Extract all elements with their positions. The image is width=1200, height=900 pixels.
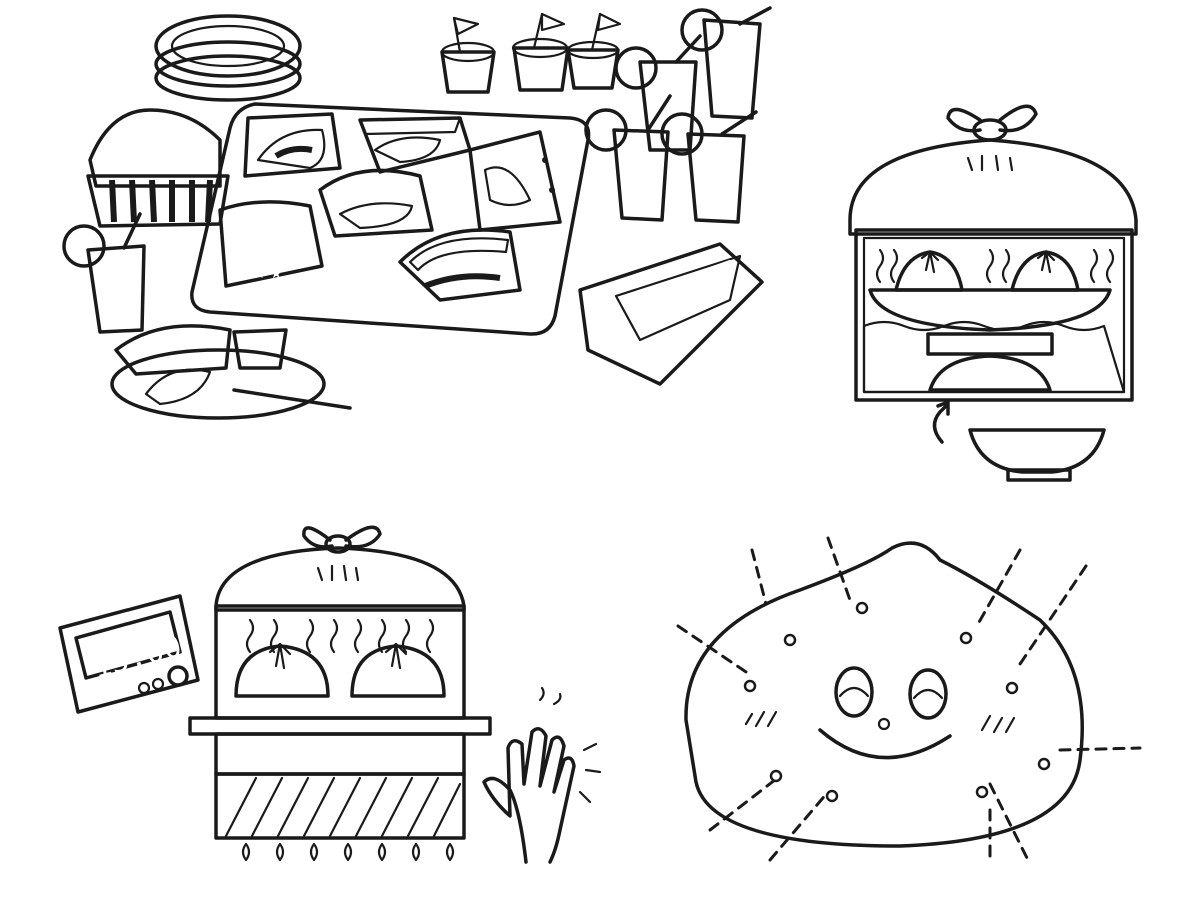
dip-cup-with-flag-icon — [566, 12, 622, 90]
kitchen-timer-icon: 15:00 — [58, 594, 200, 714]
plate-stack-icon — [154, 14, 302, 102]
bowl-icon — [968, 428, 1106, 482]
steamer-lid-cloth-icon — [214, 546, 466, 612]
cloth-knot-icon — [946, 104, 1038, 142]
lemonade-glass-icon — [680, 6, 772, 120]
steamer-with-bowl-illustration — [830, 90, 1170, 490]
wrapped-dumpling-icon — [398, 228, 522, 302]
dip-cup-with-flag-icon — [511, 12, 570, 92]
wrapped-dumpling-icon — [358, 116, 472, 174]
curved-arrow-icon — [932, 400, 950, 444]
steamer-with-timer-illustration: 15:00 — [40, 510, 620, 890]
wrapped-dumpling-icon — [318, 168, 434, 238]
smiling-bun-icon — [684, 541, 1084, 848]
lemonade-glass-icon — [62, 212, 146, 334]
lemonade-glass-icon — [660, 110, 758, 224]
fries-basket-icon — [578, 242, 764, 386]
steamer-lid-cloth-icon — [848, 138, 1138, 236]
wrapped-dumpling-icon — [243, 112, 342, 178]
serving-tray-icon — [190, 102, 591, 336]
wrapped-dumpling-icon: ★ ★ ★ ★ ★ ★ — [218, 200, 324, 288]
dumpling-basket-icon — [86, 108, 230, 228]
svg-text:★ ★ ★: ★ ★ ★ — [236, 266, 283, 282]
cloth-knot-icon — [302, 525, 382, 554]
smiling-bun-illustration — [640, 520, 1180, 890]
party-food-spread-illustration: ★ ★ ★ ★ ★ ★ — [40, 0, 780, 430]
lemonade-glass-icon — [584, 94, 672, 222]
steamer-icon — [854, 228, 1134, 402]
gas-flame-icon — [241, 842, 455, 862]
sparkle-lines-icon — [676, 536, 1142, 866]
timer-display: 15:00 — [89, 629, 185, 686]
svg-text:★ ★ ★: ★ ★ ★ — [240, 246, 287, 262]
plate-with-dumpling-icon — [110, 324, 352, 420]
wrapped-dumpling-icon — [468, 130, 562, 232]
steamer-icon — [188, 604, 492, 840]
dip-cup-with-flag-icon — [440, 16, 496, 94]
hand-icon — [482, 686, 602, 864]
